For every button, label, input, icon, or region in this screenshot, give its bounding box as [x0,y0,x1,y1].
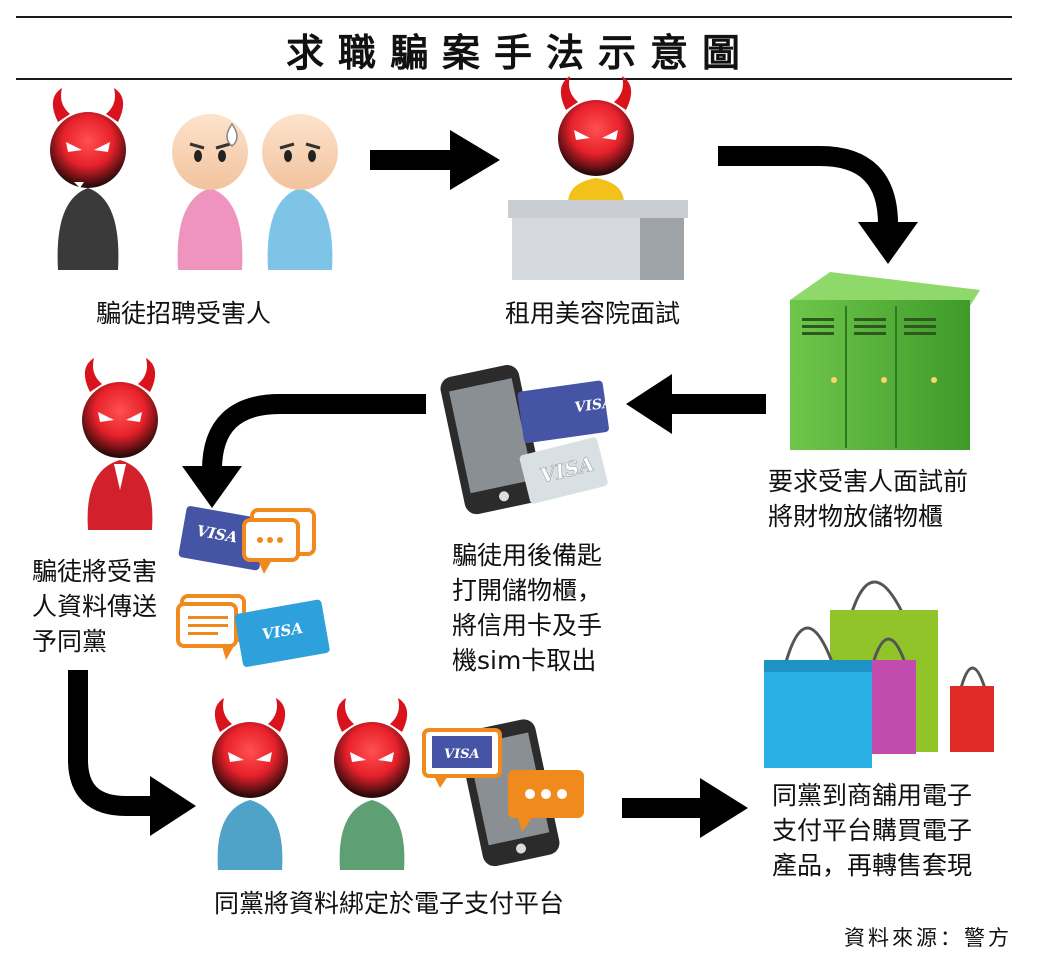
caption-send-data: 騙徒將受害 人資料傳送 予同黨 [32,554,157,659]
title-rule-bottom [16,78,1012,80]
caption-lockers: 要求受害人面試前 將財物放儲物櫃 [768,464,968,534]
caption-line: 支付平台購買電子 [772,816,973,845]
locker-icon [790,272,980,450]
shopping-bags-icon [764,580,994,768]
phone-with-cards-icon: VISA VISA [440,365,614,515]
caption-line: 產品，再轉售套現 [772,851,973,880]
caption-line: 同黨到商舖用電子 [772,781,973,810]
cards-and-messages-icon: VISA VISA [176,506,330,667]
caption-line: 要求受害人面試前 [768,467,969,496]
sweat-drop-icon [226,122,238,147]
caption-open-lockers: 騙徒用後備匙 打開儲物櫃， 將信用卡及手 機sim卡取出 [452,538,602,678]
devil-recruiter-icon [50,88,126,270]
caption-line: 予同黨 [32,627,108,656]
arrow-right-1 [370,130,500,190]
accomplice-green-icon [334,698,410,870]
arrow-curve-down-right [68,670,196,836]
page-title: 求職騙案手法示意圖 [285,31,754,75]
caption-line: 將財物放儲物櫃 [768,502,944,531]
caption-line: 將信用卡及手 [452,611,603,640]
devil-sender-icon [82,358,158,530]
caption-line: 騙徒將受害 [32,557,158,586]
caption-bind-payment: 同黨將資料綁定於電子支付平台 [214,889,565,918]
caption-rent-salon: 租用美容院面試 [505,299,681,328]
caption-line: 打開儲物櫃， [452,576,603,605]
source-note: 資料來源：警方 [844,926,1012,950]
arrow-curve-down [718,146,918,264]
interview-desk [508,200,688,280]
victim-blue-icon [262,114,338,270]
arrow-right-2 [622,778,748,838]
title-rule-top [16,16,1012,18]
arrow-curve-left-down [182,394,426,508]
caption-line: 人資料傳送 [32,592,158,621]
visa-card-label: VISA [444,747,480,762]
devil-interviewer-icon [558,76,634,203]
phone-payment-icon: VISA [422,719,584,867]
caption-line: 騙徒用後備匙 [452,541,603,570]
visa-card-label: VISA [574,395,614,416]
caption-buy-resell: 同黨到商舖用電子 支付平台購買電子 產品，再轉售套現 [772,778,972,883]
caption-recruit: 騙徒招聘受害人 [96,299,272,328]
caption-line: 機sim卡取出 [452,646,597,675]
accomplice-blue-icon [212,698,288,870]
arrow-left-1 [626,374,766,434]
